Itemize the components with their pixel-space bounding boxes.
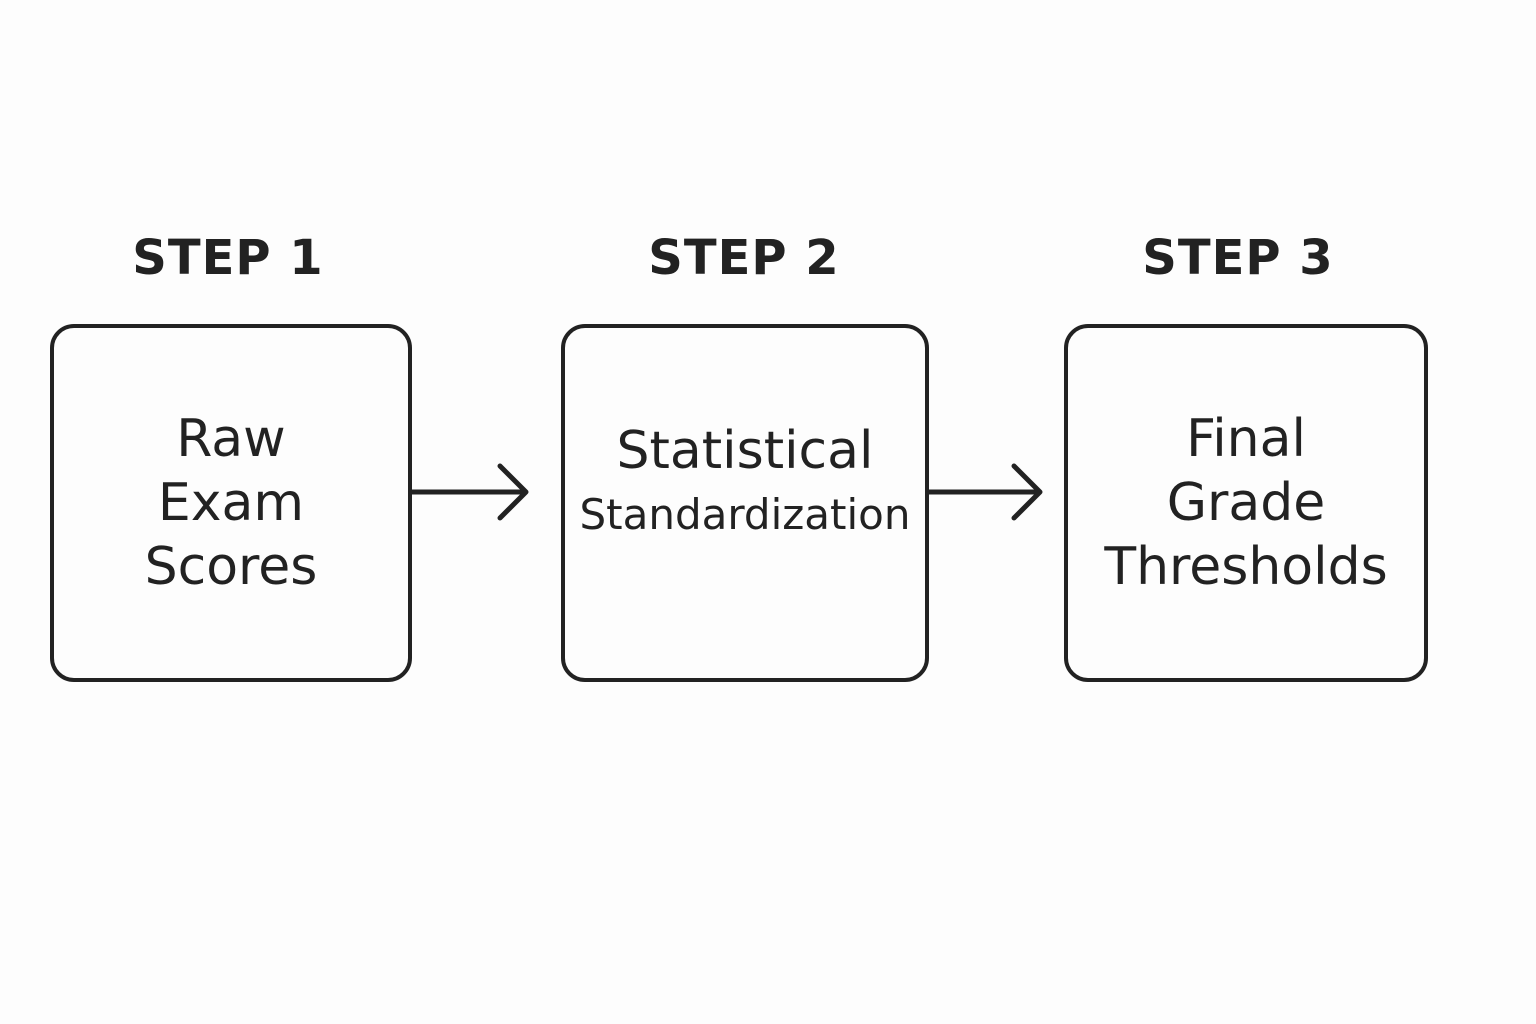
- step-3-line-3: Thresholds: [1104, 537, 1388, 597]
- step-3-heading: STEP 3: [1142, 230, 1334, 286]
- step-3-box: Final Grade Thresholds: [1064, 324, 1428, 682]
- step-1-box: Raw Exam Scores: [50, 324, 412, 682]
- step-2-line-2: Standardization: [579, 490, 911, 539]
- step-1-line-3: Scores: [144, 537, 318, 597]
- step-3-line-1: Final: [1186, 409, 1306, 469]
- step-3-line-2: Grade: [1166, 473, 1326, 533]
- step-2-box: Statistical Standardization: [561, 324, 929, 682]
- step-1-line-1: Raw: [176, 409, 286, 469]
- step-1-heading: STEP 1: [132, 230, 324, 286]
- step-2-heading: STEP 2: [648, 230, 840, 286]
- step-2-line-1: Statistical: [616, 421, 874, 481]
- step-1-line-2: Exam: [157, 473, 305, 533]
- arrow-1-to-2-icon: [409, 463, 529, 521]
- arrow-2-to-3-icon: [926, 463, 1043, 521]
